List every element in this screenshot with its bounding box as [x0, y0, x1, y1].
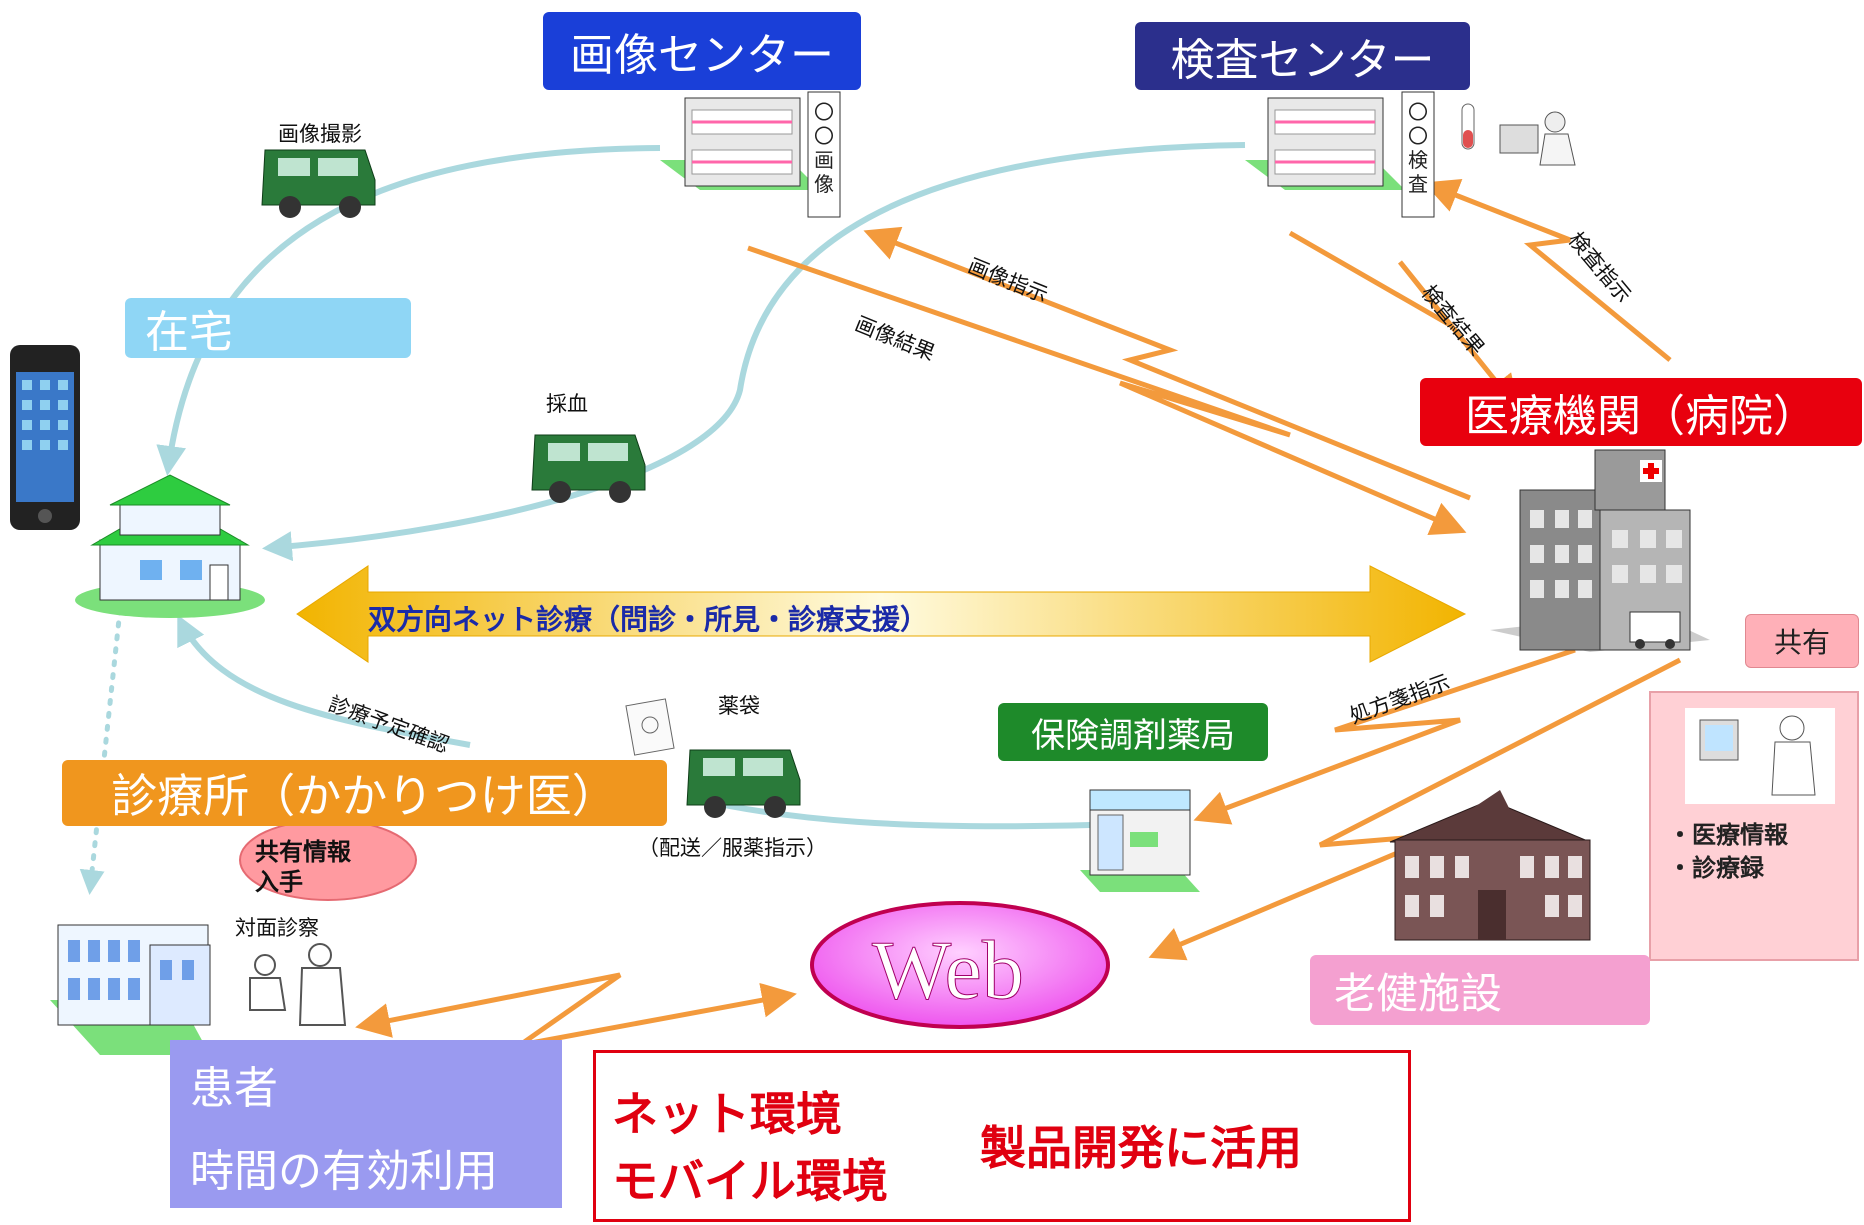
shared-info-text-1: 共有情報 — [255, 838, 351, 866]
hospital-info-1: ・医療情報 — [1668, 821, 1788, 849]
shared-info-panel — [1649, 691, 1859, 961]
patient-building-icon — [50, 924, 211, 1055]
medicine-bag-icon — [625, 698, 675, 756]
net-env-label: ネット環境 — [612, 1087, 842, 1141]
clinic-label: 診療所（かかりつけ医） — [62, 760, 667, 826]
bottom-info-box — [593, 1050, 1411, 1222]
home-label: 在宅 — [125, 298, 411, 358]
arrow-patient-web — [355, 972, 797, 1048]
van-pharmacy-icon — [686, 749, 801, 818]
technician-icon — [1499, 111, 1576, 166]
image-sign: 〇〇画像 — [814, 100, 834, 196]
hospital-building-icon — [1490, 449, 1710, 652]
elder-facility-label: 老健施設 — [1310, 955, 1650, 1025]
bidirectional-label: 双方向ネット診療（問診・所見・診療支援） — [368, 603, 929, 636]
image-center-label: 画像センター — [543, 12, 861, 90]
arrow-hospital-to-web — [1148, 657, 1682, 961]
orange-arrows — [355, 178, 1682, 1048]
arrow-prescription — [1193, 647, 1576, 825]
shared-info-text-2: 入手 — [255, 868, 303, 896]
caption-face-exam: 対面診察 — [235, 916, 319, 940]
product-dev-label: 製品開発に活用 — [980, 1121, 1302, 1175]
arrow-image-instruction — [863, 226, 1471, 501]
patient-box — [170, 1040, 562, 1208]
web-label: Web — [872, 924, 1025, 1018]
mobile-env-label: モバイル環境 — [612, 1154, 888, 1208]
face-exam-figures-icon — [249, 943, 347, 1026]
arrow-exam-instruction — [1423, 178, 1672, 362]
van-blood-icon — [531, 434, 646, 503]
time-use-label: 時間の有効利用 — [190, 1146, 498, 1197]
test-tube-icon — [1461, 103, 1475, 150]
curve-clinic-to-home — [177, 614, 471, 748]
curve-image-center-to-home — [156, 145, 661, 476]
image-center-building-icon — [660, 91, 841, 218]
caption-blood: 採血 — [546, 392, 588, 416]
shared-label: 共有 — [1745, 614, 1859, 668]
arrow-image-result — [747, 245, 1467, 535]
web-ellipse — [810, 901, 1110, 1029]
bidirectional-arrow — [296, 565, 1467, 663]
curve-exam-center-to-home — [262, 142, 1246, 562]
caption-medicine-bag: 薬袋 — [718, 694, 760, 718]
smartphone-icon — [10, 345, 80, 530]
hospital-label: 医療機関（病院） — [1420, 378, 1862, 446]
dotted-home-to-patient — [79, 607, 123, 895]
curve-pharmacy-to-clinic — [699, 797, 1091, 830]
patient-label: 患者 — [190, 1063, 278, 1114]
pharmacy-building-icon — [1080, 789, 1200, 892]
exam-center-label: 検査センター — [1135, 22, 1470, 90]
pharmacy-label: 保険調剤薬局 — [998, 703, 1268, 761]
exam-center-building-icon — [1245, 91, 1435, 218]
van-imaging-icon — [261, 149, 376, 218]
caption-imaging: 画像撮影 — [278, 122, 362, 146]
exam-sign: 〇〇検査 — [1408, 100, 1428, 196]
flow-curves — [156, 142, 1246, 830]
arrow-exam-result — [1288, 230, 1520, 411]
home-house-icon — [75, 474, 265, 618]
caption-delivery: （配送／服薬指示） — [638, 836, 827, 860]
elder-facility-building-icon — [1389, 790, 1591, 941]
hospital-info-2: ・診療録 — [1668, 854, 1764, 882]
